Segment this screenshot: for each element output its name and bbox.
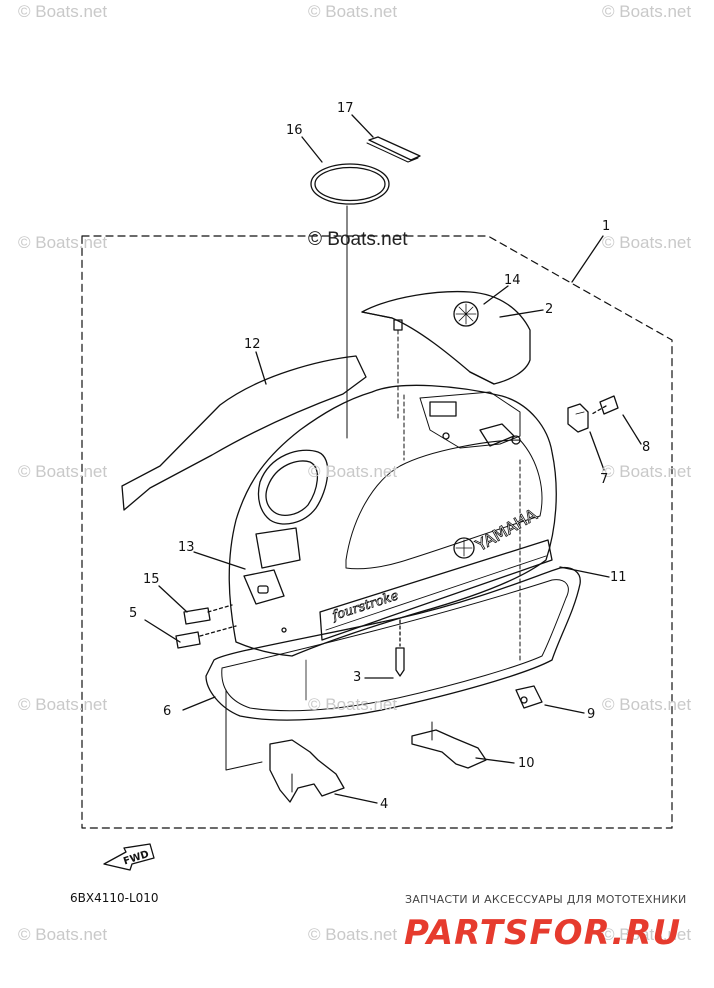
- top-cowling: [228, 384, 557, 657]
- callout-14: 14: [504, 273, 521, 288]
- footer-logo: PARTSFOR.RU: [404, 913, 682, 953]
- watermark: © Boats.net: [602, 695, 692, 714]
- callout-4: 4: [380, 797, 389, 812]
- leader-15: [158, 585, 188, 613]
- leader-11: [559, 566, 610, 578]
- leader-13: [193, 551, 246, 570]
- watermark: © Boats.net: [308, 695, 398, 714]
- watermark-main: © Boats.net: [308, 229, 408, 250]
- grommet: [243, 569, 285, 605]
- leader-4: [334, 793, 378, 804]
- callout-7: 7: [600, 472, 609, 487]
- watermark: © Boats.net: [602, 462, 692, 481]
- watermark: © Boats.net: [602, 233, 692, 252]
- clip-7: [567, 403, 589, 433]
- yamaha-emblem: [453, 537, 475, 559]
- leader-14: [483, 285, 509, 305]
- watermark: © Boats.net: [18, 695, 108, 714]
- o-ring: [310, 163, 390, 205]
- callout-15: 15: [143, 572, 160, 587]
- watermark: © Boats.net: [308, 925, 398, 944]
- leader-7: [589, 431, 605, 471]
- top-cover: [361, 291, 531, 385]
- side-decal: [121, 355, 367, 511]
- leader-12: [255, 351, 267, 385]
- watermark: © Boats.net: [602, 925, 692, 944]
- watermark: © Boats.net: [18, 2, 108, 21]
- leader-9: [544, 704, 585, 714]
- callout-13: 13: [178, 540, 195, 555]
- leader-8: [622, 414, 642, 445]
- callout-6: 6: [163, 704, 172, 719]
- bolt-8: [599, 395, 619, 415]
- watermark: © Boats.net: [308, 462, 398, 481]
- screw-3: [395, 647, 405, 677]
- callout-17: 17: [337, 101, 354, 116]
- clip-9: [515, 685, 543, 709]
- leader-5: [144, 619, 181, 643]
- callout-1: 1: [602, 219, 611, 234]
- emblem-badge: [453, 301, 479, 327]
- callout-16: 16: [286, 123, 303, 138]
- screw-5: [175, 631, 201, 649]
- bracket-10: [411, 729, 487, 769]
- leader-16: [301, 136, 323, 163]
- callout-3: 3: [353, 670, 362, 685]
- callout-9: 9: [587, 707, 596, 722]
- callout-12: 12: [244, 337, 261, 352]
- watermark: © Boats.net: [18, 233, 108, 252]
- bracket-4: [269, 739, 345, 803]
- watermark: © Boats.net: [602, 2, 692, 21]
- leader-2: [499, 309, 544, 318]
- fourstroke-decal: fourstroke: [330, 588, 401, 624]
- callout-2: 2: [545, 302, 554, 317]
- callout-5: 5: [129, 606, 138, 621]
- assembly-boundary: [81, 235, 673, 829]
- watermark: © Boats.net: [18, 462, 108, 481]
- diagram-code: 6BX4110-L010: [70, 891, 159, 905]
- leader-10: [475, 757, 515, 764]
- callout-10: 10: [518, 756, 535, 771]
- watermark: © Boats.net: [308, 2, 398, 21]
- leader-17: [351, 114, 374, 138]
- fwd-arrow-icon: [103, 843, 155, 871]
- label-plate: [368, 136, 421, 161]
- leader-6: [182, 696, 216, 711]
- footer-tagline: ЗАПЧАСТИ И АКСЕССУАРЫ ДЛЯ МОТОТЕХНИКИ: [405, 893, 687, 906]
- callout-8: 8: [642, 440, 651, 455]
- screw-15: [183, 607, 211, 625]
- rubber-seal: [205, 566, 581, 721]
- leader-1: [571, 235, 604, 283]
- yamaha-decal: YAMAHA: [472, 505, 541, 556]
- watermark: © Boats.net: [18, 925, 108, 944]
- callout-11: 11: [610, 570, 627, 585]
